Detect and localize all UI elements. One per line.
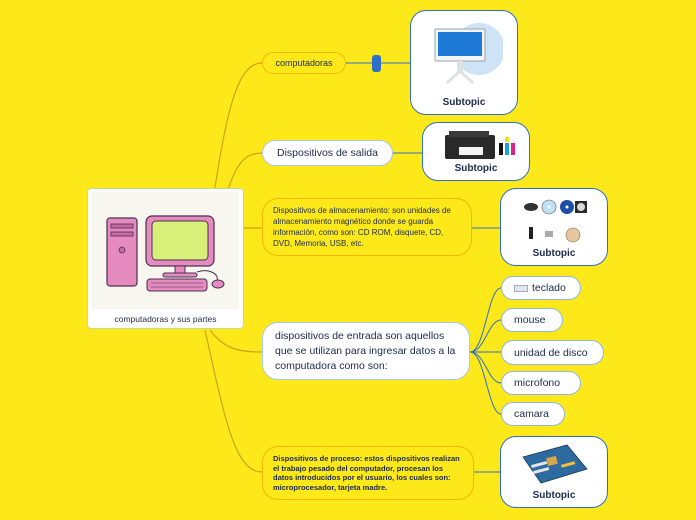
input-device-unidad-disco-label: unidad de disco xyxy=(514,346,588,359)
input-device-camara-label: camara xyxy=(514,408,550,420)
motherboard-icon xyxy=(517,443,591,488)
central-topic[interactable]: computadoras y sus partes xyxy=(87,188,244,329)
branch-computadoras[interactable]: computadoras xyxy=(262,52,346,74)
input-device-mouse[interactable]: mouse xyxy=(501,308,563,332)
branch-almacenamiento[interactable]: Dispositivos de almacenamiento: son unid… xyxy=(262,198,472,256)
input-device-camara[interactable]: camara xyxy=(501,402,565,426)
computer-illustration-icon xyxy=(91,192,239,309)
branch-proceso[interactable]: Dispositivos de proceso: estos dispositi… xyxy=(262,446,474,500)
printer-icon xyxy=(439,129,519,166)
subtopic-almacenamiento-label: Subtopic xyxy=(532,248,576,259)
collapse-handle[interactable] xyxy=(372,55,381,72)
input-device-teclado[interactable]: teclado xyxy=(501,276,581,300)
subtopic-salida[interactable]: Subtopic xyxy=(422,122,530,181)
input-device-microfono[interactable]: microfono xyxy=(501,371,581,395)
subtopic-computadoras-label: Subtopic xyxy=(442,97,486,108)
desktop-monitor-icon xyxy=(427,21,505,90)
subtopic-almacenamiento[interactable]: Subtopic xyxy=(500,188,608,266)
central-topic-label: computadoras y sus partes xyxy=(114,314,217,324)
branch-dispositivos-salida[interactable]: Dispositivos de salida xyxy=(262,140,393,166)
input-device-unidad-disco[interactable]: unidad de disco xyxy=(501,340,604,365)
subtopic-proceso-label: Subtopic xyxy=(532,490,576,501)
subtopic-salida-label: Subtopic xyxy=(454,163,498,174)
input-device-microfono-label: microfono xyxy=(514,377,561,389)
input-device-mouse-label: mouse xyxy=(514,314,546,326)
storage-devices-icon xyxy=(523,197,589,250)
input-device-teclado-label: teclado xyxy=(532,282,566,294)
subtopic-computadoras[interactable]: Subtopic xyxy=(410,10,518,115)
branch-almacenamiento-label: Dispositivos de almacenamiento: son unid… xyxy=(273,206,451,248)
subtopic-proceso[interactable]: Subtopic xyxy=(500,436,608,508)
branch-entrada-label: dispositivos de entrada son aquellos que… xyxy=(275,329,456,372)
branch-dispositivos-entrada[interactable]: dispositivos de entrada son aquellos que… xyxy=(262,322,470,380)
branch-salida-label: Dispositivos de salida xyxy=(277,147,378,159)
keyboard-icon xyxy=(514,284,528,292)
branch-proceso-label: Dispositivos de proceso: estos dispositi… xyxy=(273,454,460,492)
branch-computadoras-label: computadoras xyxy=(275,58,333,68)
